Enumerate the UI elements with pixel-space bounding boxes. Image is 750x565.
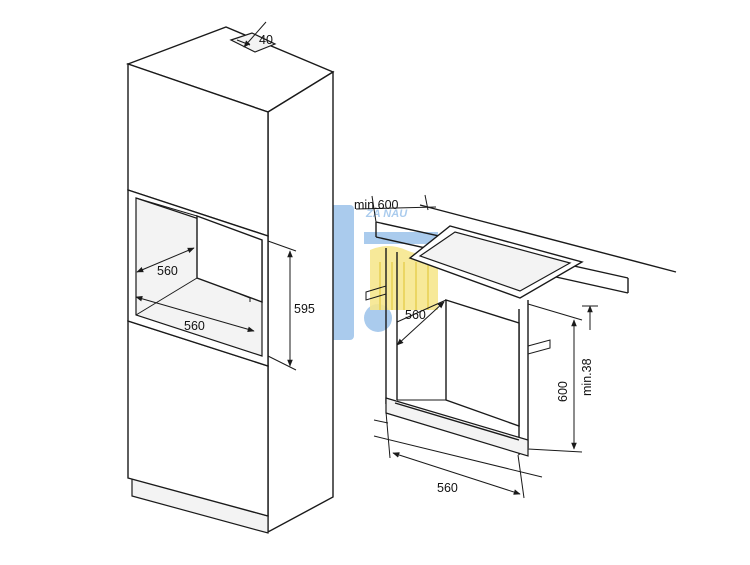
column-dimensions: 40 560 560 595 xyxy=(135,21,315,371)
undercounter-cabinet xyxy=(365,204,677,457)
column-cabinet xyxy=(125,26,335,534)
dim-side-gap: min.38 xyxy=(580,358,594,396)
dim-top-gap: 40 xyxy=(259,33,273,47)
dim-undercounter-depth: 560 xyxy=(405,308,426,322)
dim-worktop-clearance: min.600 xyxy=(354,198,399,212)
dim-column-width: 560 xyxy=(184,319,205,333)
dim-undercounter-height: 600 xyxy=(556,381,570,402)
dim-column-depth: 560 xyxy=(157,264,178,278)
watermark-text: ZA NAU xyxy=(365,208,408,220)
undercounter-dimensions: min.600 560 600 min.38 560 xyxy=(354,194,598,499)
dim-column-height: 595 xyxy=(294,302,315,316)
dim-undercounter-width: 560 xyxy=(437,481,458,495)
